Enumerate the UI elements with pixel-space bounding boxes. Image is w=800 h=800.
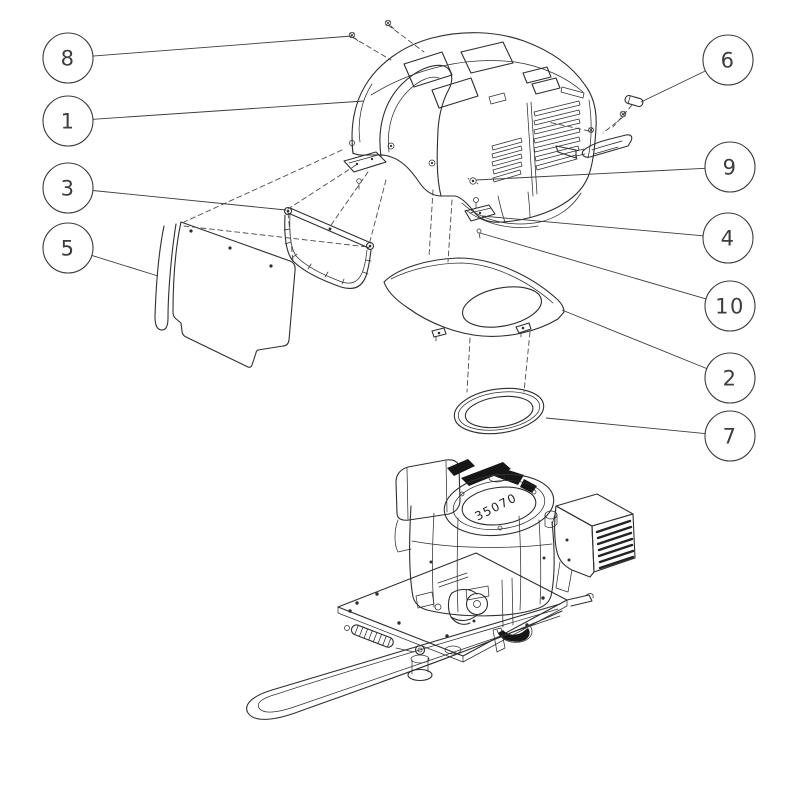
engine-body — [394, 505, 555, 628]
hood-front-skirt-inner — [465, 209, 539, 228]
leader-line — [91, 254, 159, 277]
latch-handle-part — [555, 134, 633, 159]
spring-rod — [395, 647, 415, 653]
leader-line — [479, 232, 707, 300]
gasket-ring-part — [453, 387, 545, 435]
projection-lines — [183, 24, 633, 393]
hood-fasteners — [343, 19, 496, 239]
balloon-number: 9 — [723, 156, 738, 180]
nut-icon — [428, 159, 436, 167]
leader-line — [475, 167, 706, 181]
balloon-number: 2 — [723, 367, 738, 391]
balloon-number: 8 — [61, 47, 76, 71]
hood-top-vent — [531, 77, 561, 95]
front-pulley — [447, 588, 489, 625]
hood-top-vent — [522, 66, 552, 84]
hood-top-crease — [370, 60, 584, 96]
balloon-circle — [704, 352, 756, 404]
deflector-part — [383, 257, 565, 342]
leader-line — [561, 309, 707, 370]
balloon-number: 10 — [715, 295, 745, 319]
hood-latch-cutout — [488, 92, 507, 105]
hood-side-trim — [560, 86, 585, 99]
screw-icon — [384, 19, 395, 30]
balloon-number: 4 — [721, 227, 736, 251]
balloon-number: 7 — [723, 425, 738, 449]
latch-parts — [555, 94, 644, 159]
balloon-number: 5 — [61, 237, 76, 261]
engine-model-text: 35070 — [472, 490, 519, 523]
hood-top-panel — [431, 77, 479, 109]
pin-part — [624, 94, 644, 108]
callout-balloons: 8 1 3 5 6 9 4 10 2 7 — [42, 32, 756, 462]
callout-8: 8 — [42, 32, 353, 84]
muffler-guard — [544, 493, 636, 593]
callout-9: 9 — [475, 141, 756, 193]
callout-10: 10 — [479, 232, 756, 332]
balloon-circle — [702, 212, 754, 264]
hood-part — [351, 32, 597, 228]
spring-part — [350, 624, 394, 648]
callout-5: 5 — [42, 222, 159, 277]
callout-4: 4 — [481, 212, 754, 264]
side-panel-part — [154, 221, 296, 368]
leader-line — [640, 70, 706, 103]
balloon-circle — [42, 162, 94, 214]
hinge-bracket-left — [343, 140, 395, 190]
balloon-number: 1 — [61, 110, 76, 134]
hood-top-panel — [403, 51, 453, 88]
hood-arch-opening — [379, 64, 453, 197]
engine-mounting-plate — [337, 552, 594, 663]
balloon-circle — [702, 34, 754, 86]
spring-hook — [344, 625, 350, 631]
callout-7: 7 — [545, 410, 756, 462]
hood-grille — [491, 100, 581, 223]
callout-3: 3 — [42, 162, 287, 214]
callout-1: 1 — [42, 95, 365, 147]
hood-top-panel — [460, 41, 514, 74]
balloon-circle — [42, 95, 94, 147]
balloon-circle — [704, 410, 756, 462]
leader-line — [545, 417, 706, 435]
balloon-circle — [42, 222, 94, 274]
support-frame-part — [283, 206, 375, 290]
leader-line — [92, 190, 287, 211]
hood-left-edge-line — [358, 83, 373, 143]
callout-2: 2 — [561, 309, 756, 404]
screw-icon — [588, 127, 594, 133]
leader-line — [92, 35, 353, 57]
balloon-circle — [42, 32, 94, 84]
handle-loop — [246, 603, 563, 720]
leader-line — [92, 100, 365, 120]
hood-arch-inner-line — [387, 76, 440, 153]
nut-icon — [467, 177, 479, 185]
screw-icon — [619, 110, 627, 118]
balloon-number: 3 — [61, 177, 76, 201]
engine-assembly: 35070 — [246, 459, 636, 720]
pivot-post — [407, 644, 433, 682]
hood-front-skirt — [461, 192, 582, 225]
hinge-bracket-right — [464, 197, 496, 239]
callout-6: 6 — [640, 34, 754, 103]
balloon-circle — [704, 280, 756, 332]
hood-outline — [351, 32, 597, 223]
leader-line — [481, 215, 704, 237]
balloon-number: 6 — [721, 49, 736, 73]
balloon-circle — [704, 141, 756, 193]
